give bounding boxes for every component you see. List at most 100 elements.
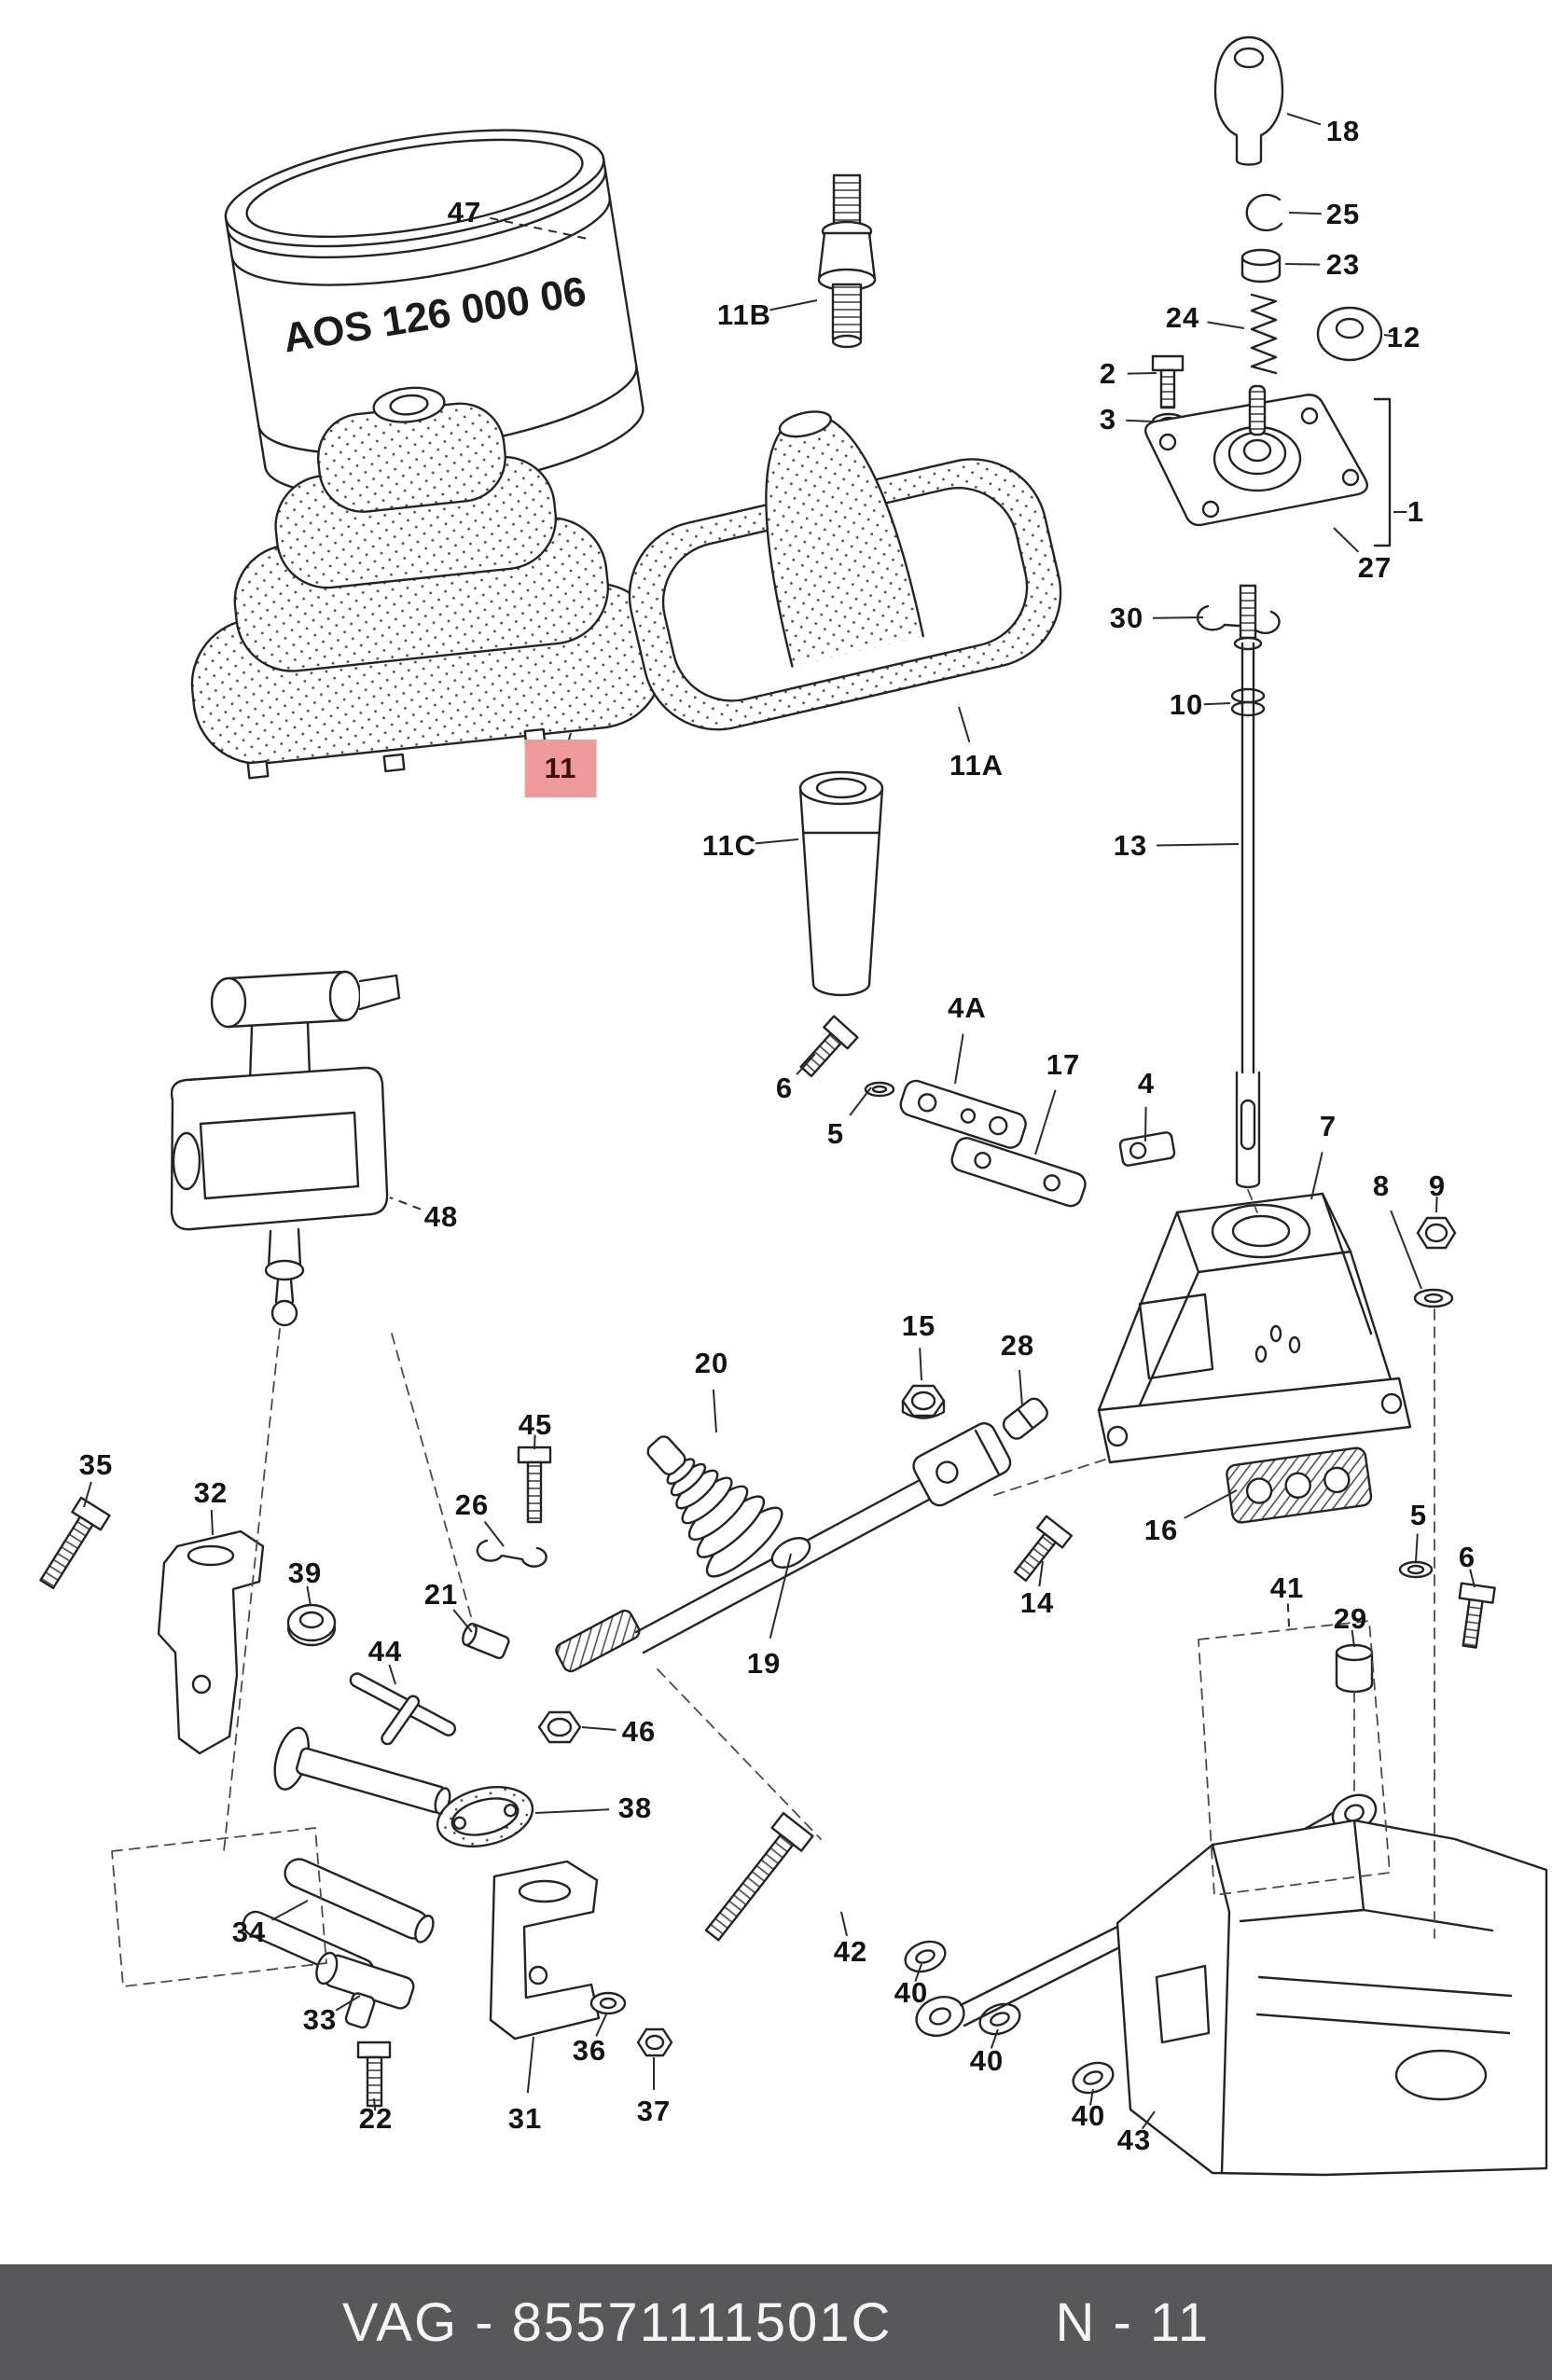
leader-line-8 [1390,1210,1422,1290]
part-label-6b[interactable]: 6 [1458,1541,1476,1573]
leader-line-11C [755,838,799,845]
leader-line-16 [1184,1489,1238,1519]
part-label-40c[interactable]: 40 [1071,2099,1106,2132]
leader-line-25 [1288,212,1322,215]
part-label-22[interactable]: 22 [358,2102,394,2135]
part-label-16[interactable]: 16 [1143,1514,1179,1546]
part-label-11[interactable]: 11 [524,740,597,797]
part-label-44[interactable]: 44 [367,1635,403,1667]
part-label-17[interactable]: 17 [1046,1048,1081,1081]
part-label-9[interactable]: 9 [1428,1169,1447,1202]
pin-28 [1002,1397,1048,1440]
part-label-19[interactable]: 19 [746,1647,782,1680]
part-label-1[interactable]: 1 [1406,495,1425,528]
leader-line-24 [1207,321,1245,329]
leader-line-43 [1141,2110,1156,2130]
part-label-8[interactable]: 8 [1372,1169,1391,1202]
part-label-14[interactable]: 14 [1019,1586,1055,1619]
pin-44 [349,1672,457,1746]
part-label-43[interactable]: 43 [1116,2124,1152,2156]
part-label-24[interactable]: 24 [1165,301,1200,334]
plate-38 [436,1786,534,1847]
part-label-46[interactable]: 46 [621,1715,657,1748]
part-label-31[interactable]: 31 [507,2102,543,2135]
washer-40a [904,1940,947,1973]
leader-line-18 [1286,113,1322,126]
part-label-5b[interactable]: 5 [1409,1499,1428,1531]
part-label-35[interactable]: 35 [78,1448,114,1481]
part-label-7[interactable]: 7 [1319,1110,1337,1142]
part-label-4A[interactable]: 4A [948,991,987,1024]
part-label-4[interactable]: 4 [1137,1067,1156,1100]
bolt-45 [517,1446,552,1524]
construction-lines [111,1189,1435,1987]
part-label-11C[interactable]: 11C [701,829,757,862]
part-label-6a[interactable]: 6 [775,1072,794,1104]
washer-8 [1413,1288,1454,1308]
part-label-11A[interactable]: 11A [949,749,1005,782]
part-label-37[interactable]: 37 [636,2095,672,2127]
part-label-23[interactable]: 23 [1325,248,1361,281]
part-label-40b[interactable]: 40 [969,2044,1005,2077]
part-label-30[interactable]: 30 [1109,602,1144,634]
leader-line-40b [990,2028,999,2049]
leader-line-32 [210,1509,214,1536]
leader-line-33 [335,1995,361,2012]
part-label-28[interactable]: 28 [1000,1329,1035,1362]
bearing-plate-27 [1144,384,1368,527]
part-label-18[interactable]: 18 [1325,115,1361,147]
part-label-47[interactable]: 47 [447,196,482,228]
part-label-42[interactable]: 42 [833,1935,868,1968]
leader-line-34 [271,1900,309,1921]
part-label-33[interactable]: 33 [302,2003,338,2036]
part-label-39[interactable]: 39 [287,1557,323,1589]
bushing-12 [1316,306,1383,362]
plate-4a [899,1079,1027,1149]
leader-line-35 [83,1481,92,1508]
part-label-32[interactable]: 32 [193,1476,229,1509]
part-label-27[interactable]: 27 [1357,551,1393,584]
part-label-48[interactable]: 48 [423,1200,459,1233]
part-label-15[interactable]: 15 [901,1309,936,1342]
part-label-11B[interactable]: 11B [716,298,772,331]
bolt-2 [1151,354,1185,409]
part-label-25[interactable]: 25 [1325,198,1361,230]
part-label-10[interactable]: 10 [1169,688,1204,721]
leader-line-5b [1415,1533,1419,1562]
leader-line-19 [769,1553,792,1640]
part-label-21[interactable]: 21 [423,1578,459,1611]
nut-46 [537,1710,582,1744]
part-label-13[interactable]: 13 [1113,829,1148,862]
part-label-36[interactable]: 36 [572,2034,607,2067]
assembly-bracket-1 [1373,397,1392,547]
part-label-34[interactable]: 34 [231,1916,267,1948]
part-label-5a[interactable]: 5 [826,1117,845,1150]
bolt-6a [799,1015,859,1078]
part-label-3[interactable]: 3 [1099,403,1117,436]
bracket-48 [170,970,401,1327]
part-label-29[interactable]: 29 [1333,1602,1368,1635]
part-label-20[interactable]: 20 [694,1347,729,1379]
floor-pan [1116,1819,1548,2177]
part-label-40a[interactable]: 40 [894,1976,929,2009]
part-label-26[interactable]: 26 [454,1488,490,1521]
part-label-12[interactable]: 12 [1386,321,1421,353]
part-label-2[interactable]: 2 [1099,357,1117,390]
leader-line-22 [373,2097,377,2111]
leader-line-40c [1089,2088,1094,2106]
bolt-6b [1458,1582,1496,1649]
leader-line-23 [1284,263,1321,266]
part-label-38[interactable]: 38 [617,1792,653,1824]
part-label-45[interactable]: 45 [518,1408,553,1441]
leader-line-46 [581,1726,617,1731]
bracket-31 [489,1860,601,2041]
leader-line-39 [306,1585,312,1607]
pivot-pin [273,1726,451,1815]
bellows-20 [646,1435,783,1578]
washer-5a [864,1081,895,1098]
part-label-41[interactable]: 41 [1269,1571,1305,1604]
plate-17 [950,1137,1087,1208]
housing-7 [1097,1192,1412,1464]
leader-line-42 [840,1911,848,1937]
